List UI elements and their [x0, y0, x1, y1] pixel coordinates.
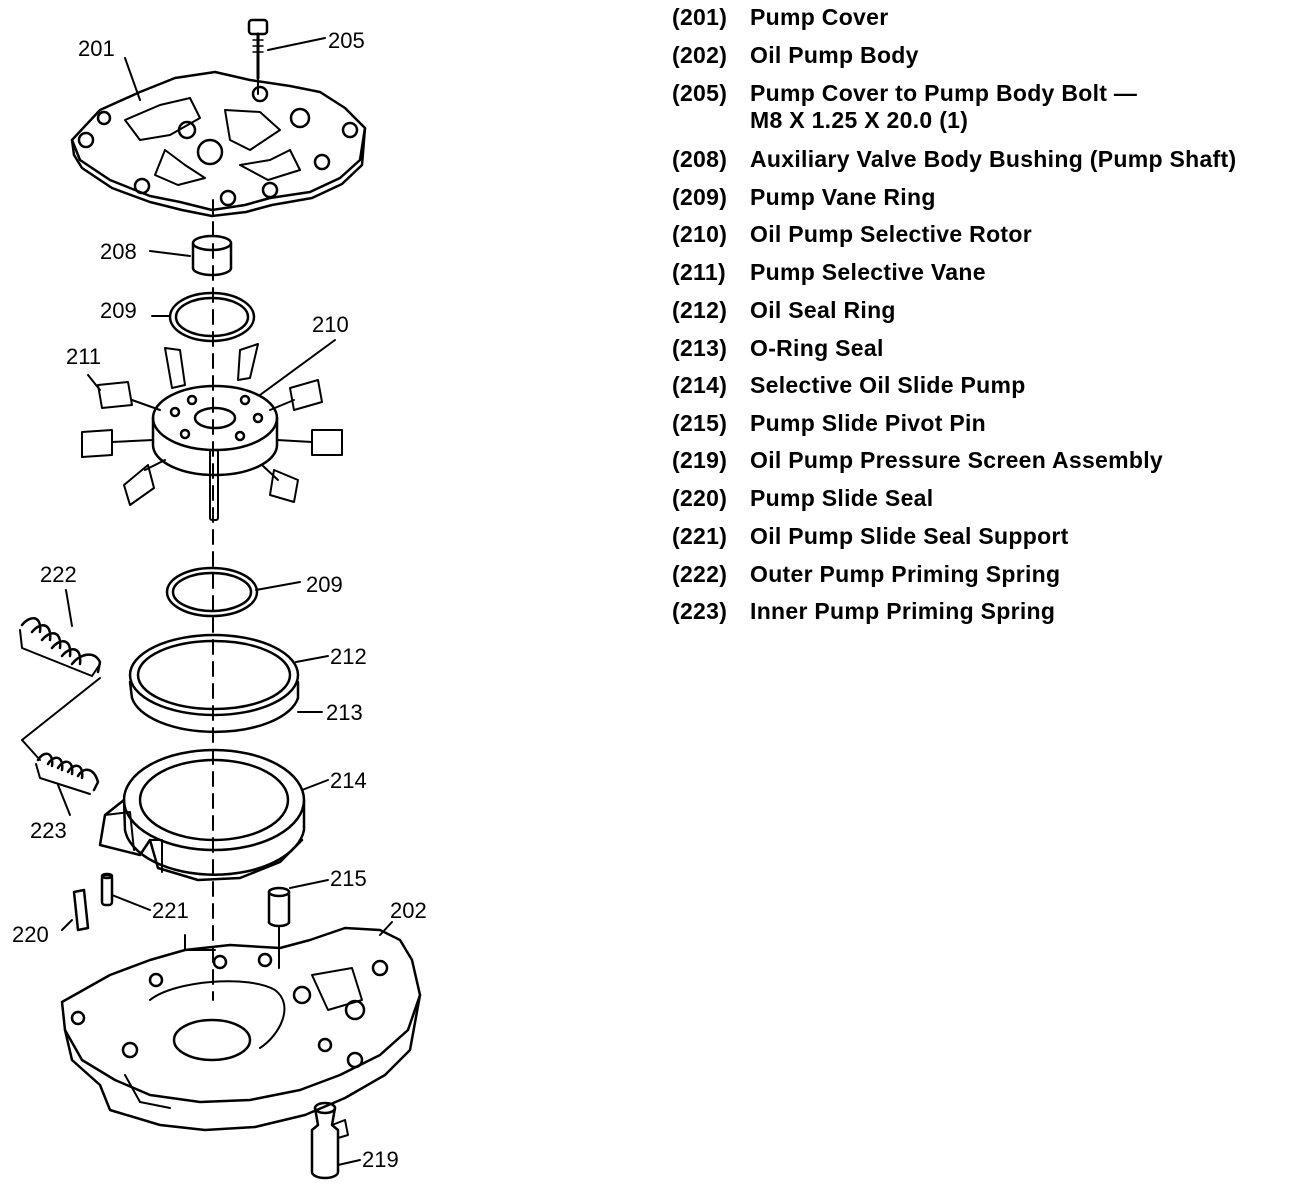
- callout-209-lower: 209: [306, 572, 343, 597]
- legend-number: (212): [672, 297, 728, 323]
- legend-number: (201): [672, 4, 728, 30]
- legend-number: (205): [672, 80, 728, 106]
- exploded-diagram: 201 205 208 209 210 211 209 222 212 213 …: [12, 18, 427, 1180]
- callout-212: 212: [330, 644, 367, 669]
- callout-223: 223: [30, 818, 67, 843]
- legend-label-line2: M8 X 1.25 X 20.0 (1): [750, 107, 969, 133]
- legend-label: Pump Selective Vane: [750, 259, 986, 285]
- legend-label: Oil Pump Pressure Screen Assembly: [750, 447, 1164, 473]
- callout-214: 214: [330, 768, 367, 793]
- legend-label: Pump Cover to Pump Body Bolt —: [750, 80, 1138, 106]
- callout-208: 208: [100, 239, 137, 264]
- legend-item-201: (201) Pump Cover: [672, 4, 1302, 31]
- legend-number: (208): [672, 146, 728, 172]
- legend-label: Pump Vane Ring: [750, 184, 936, 210]
- legend-number: (214): [672, 372, 728, 398]
- legend-label: Pump Slide Seal: [750, 485, 934, 511]
- part-201-pump-cover: [70, 70, 367, 218]
- legend-item-205: (205) Pump Cover to Pump Body Bolt — M8 …: [672, 80, 1302, 134]
- part-215-pivot-pin: [267, 886, 291, 969]
- legend-number: (221): [672, 523, 728, 549]
- legend-item-210: (210) Oil Pump Selective Rotor: [672, 221, 1302, 248]
- part-210-rotor: [151, 384, 279, 521]
- legend-label: Outer Pump Priming Spring: [750, 561, 1061, 587]
- callout-205: 205: [328, 28, 365, 53]
- legend-item-208: (208) Auxiliary Valve Body Bushing (Pump…: [672, 146, 1302, 173]
- legend-number: (219): [672, 447, 728, 473]
- part-212-213-seal-rings: [128, 633, 300, 734]
- legend-item-211: (211) Pump Selective Vane: [672, 259, 1302, 286]
- legend-number: (202): [672, 42, 728, 68]
- part-223-inner-spring: [21, 739, 100, 795]
- callout-220: 220: [12, 922, 49, 947]
- callout-221: 221: [152, 898, 189, 923]
- legend-label: Selective Oil Slide Pump: [750, 372, 1026, 398]
- legend-number: (222): [672, 561, 728, 587]
- legend-label: Inner Pump Priming Spring: [750, 598, 1056, 624]
- legend-number: (210): [672, 221, 728, 247]
- part-208-bushing: [191, 234, 233, 277]
- legend-label: Auxiliary Valve Body Bushing (Pump Shaft…: [750, 146, 1237, 172]
- callout-211: 211: [66, 344, 101, 369]
- part-214-slide: [98, 748, 306, 882]
- callout-210: 210: [312, 312, 349, 337]
- legend-label: Oil Seal Ring: [750, 297, 896, 323]
- legend-number: (215): [672, 410, 728, 436]
- legend-label: Oil Pump Selective Rotor: [750, 221, 1032, 247]
- legend-label: Pump Cover: [750, 4, 889, 30]
- legend-label: O-Ring Seal: [750, 335, 884, 361]
- legend-item-222: (222) Outer Pump Priming Spring: [672, 561, 1302, 588]
- legend-item-223: (223) Inner Pump Priming Spring: [672, 598, 1302, 625]
- part-219-screen: [310, 1101, 349, 1180]
- legend-item-214: (214) Selective Oil Slide Pump: [672, 372, 1302, 399]
- legend-item-209: (209) Pump Vane Ring: [672, 184, 1302, 211]
- callout-213: 213: [326, 700, 363, 725]
- legend-label: Oil Pump Body: [750, 42, 919, 68]
- callout-201: 201: [78, 36, 115, 61]
- legend-number: (209): [672, 184, 728, 210]
- callout-209-upper: 209: [100, 298, 137, 323]
- leader-lines: [57, 37, 393, 1166]
- legend-number: (211): [672, 259, 726, 285]
- legend-item-213: (213) O-Ring Seal: [672, 335, 1302, 362]
- callout-202: 202: [390, 898, 427, 923]
- part-220-221-pins: [72, 872, 114, 932]
- legend-item-221: (221) Oil Pump Slide Seal Support: [672, 523, 1302, 550]
- legend-item-215: (215) Pump Slide Pivot Pin: [672, 410, 1302, 437]
- legend-label: Oil Pump Slide Seal Support: [750, 523, 1069, 549]
- legend-number: (223): [672, 598, 728, 624]
- part-205-bolt: [247, 18, 269, 80]
- legend-item-212: (212) Oil Seal Ring: [672, 297, 1302, 324]
- legend-item-220: (220) Pump Slide Seal: [672, 485, 1302, 512]
- part-202-pump-body: [60, 926, 422, 1132]
- callout-222: 222: [40, 562, 77, 587]
- part-209-lower-ring: [165, 566, 259, 618]
- legend-label: Pump Slide Pivot Pin: [750, 410, 987, 436]
- legend-number: (220): [672, 485, 728, 511]
- legend-number: (213): [672, 335, 728, 361]
- part-222-outer-spring: [19, 617, 102, 741]
- part-211-vanes: [81, 343, 343, 506]
- callout-215: 215: [330, 866, 367, 891]
- legend-item-219: (219) Oil Pump Pressure Screen Assembly: [672, 447, 1302, 474]
- callout-219: 219: [362, 1147, 399, 1172]
- legend-item-202: (202) Oil Pump Body: [672, 42, 1302, 69]
